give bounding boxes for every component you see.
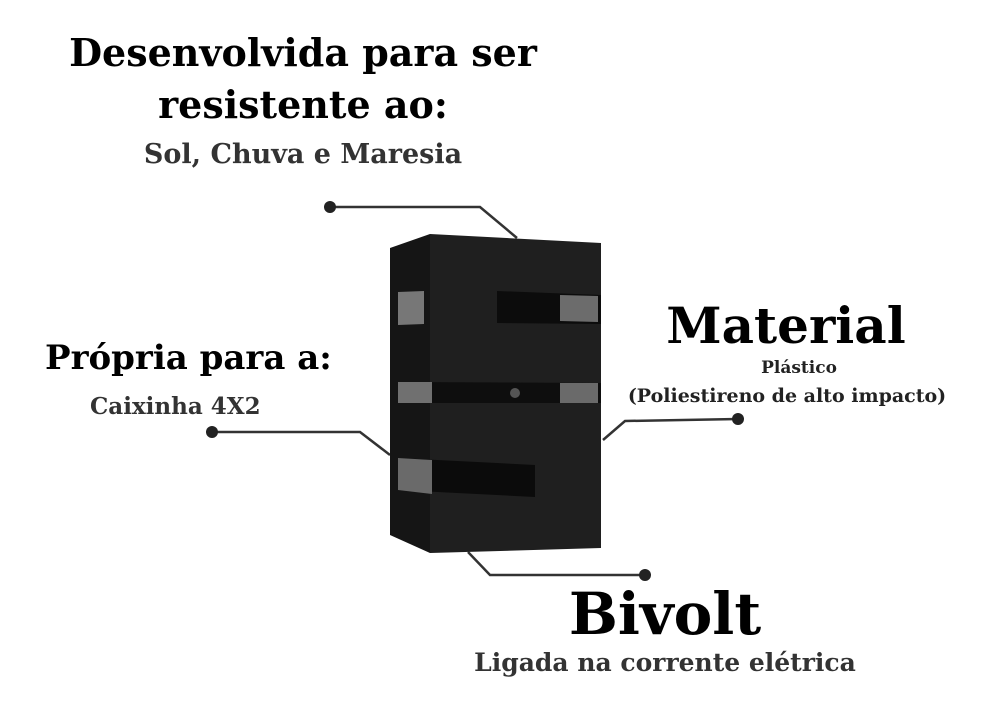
headline-sub: Sol, Chuva e Maresia <box>143 139 463 170</box>
voltage-title: Bivolt <box>568 580 762 648</box>
material-sub1: Plástico <box>761 358 837 378</box>
wall-lamp <box>390 234 601 553</box>
callout-line-voltage <box>467 551 645 577</box>
callout-line-material <box>602 417 739 441</box>
callout-dot-material <box>732 413 744 425</box>
headline-line2: resistente ao: <box>158 82 448 127</box>
callout-line-resistance <box>330 205 518 239</box>
voltage-sub: Ligada na corrente elétrica <box>474 648 856 677</box>
callout-line-usage <box>212 430 391 456</box>
usage-title: Própria para a: <box>45 338 332 378</box>
callout-dot-voltage <box>639 569 651 581</box>
callout-dot-resistance <box>324 201 336 213</box>
callout-lines <box>212 205 739 577</box>
material-title: Material <box>666 296 906 355</box>
material-sub2: (Poliestireno de alto impacto) <box>627 385 947 407</box>
headline-line1: Desenvolvida para ser <box>69 30 537 75</box>
usage-sub: Caixinha 4X2 <box>90 393 261 420</box>
callout-dot-usage <box>206 426 218 438</box>
